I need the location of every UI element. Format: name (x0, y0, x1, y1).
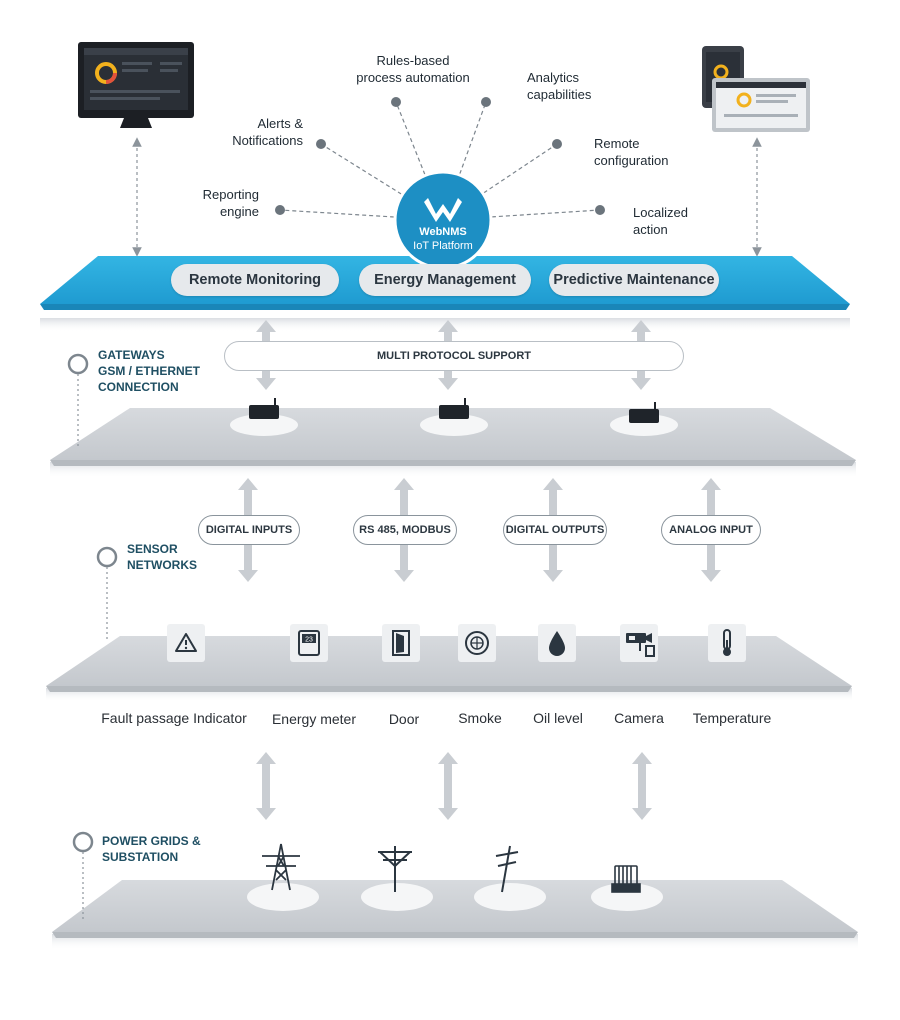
capability-line: engine (219, 204, 259, 219)
capability-line: configuration (594, 153, 669, 168)
capability-line: Reporting (202, 187, 259, 202)
title-line: SUBSTATION (102, 850, 179, 864)
feature-predictive-maintenance: Predictive Maintenance (549, 264, 719, 296)
interface-digital-outputs: DIGITAL OUTPUTS (503, 515, 607, 545)
oil-drop-icon (549, 631, 565, 656)
device-label-temperature: Temperature (692, 710, 772, 726)
camera-icon (626, 633, 655, 657)
desktop-monitor-icon (78, 42, 194, 128)
interface-analog-input: ANALOG INPUT (661, 515, 761, 545)
warning-icon (175, 633, 197, 652)
device-label-smoke: Smoke (458, 710, 502, 726)
gateways-title: GATEWAYS GSM / ETHERNET CONNECTION (98, 347, 200, 395)
utility-pole-icon (378, 846, 412, 892)
power-asset-plates (247, 883, 663, 911)
sensor-power-arrows (256, 752, 652, 820)
gateway-router-icons (230, 398, 678, 436)
transmission-tower-icon (262, 843, 300, 891)
feature-energy-management: Energy Management (359, 264, 531, 296)
sensor-networks-title: SENSOR NETWORKS (127, 541, 197, 573)
capability-localized-action: Localized action (633, 204, 723, 238)
multi-protocol-banner: MULTI PROTOCOL SUPPORT (224, 341, 684, 371)
device-label-fault-passage: Fault passage Indicator (101, 710, 247, 726)
capability-line: action (633, 222, 668, 237)
capability-line: Remote (594, 136, 640, 151)
title-line: NETWORKS (127, 558, 197, 572)
feature-remote-monitoring: Remote Monitoring (171, 264, 339, 296)
tablet-and-laptop-icon (702, 46, 810, 132)
webnms-hub (393, 170, 493, 270)
power-layer (52, 880, 858, 932)
door-icon (392, 630, 410, 656)
power-grids-title: POWER GRIDS & SUBSTATION (102, 833, 201, 865)
title-line: CONNECTION (98, 380, 179, 394)
meter-icon: 23 (298, 630, 320, 656)
title-line: SENSOR (127, 542, 178, 556)
device-label-camera: Camera (614, 710, 664, 726)
interface-digital-inputs: DIGITAL INPUTS (198, 515, 300, 545)
device-label-door: Door (388, 711, 420, 727)
capability-reporting: Reporting engine (180, 186, 259, 220)
capability-line: Analytics (527, 70, 580, 85)
substation-transformer-icon (611, 865, 641, 893)
device-label-oil-level: Oil level (533, 710, 583, 726)
title-line: GATEWAYS (98, 348, 165, 362)
capability-alerts: Alerts & Notifications (200, 115, 303, 149)
title-line: POWER GRIDS & (102, 834, 201, 848)
interface-rs485-modbus: RS 485, MODBUS (353, 515, 457, 545)
meter-glyph: 23 (305, 637, 313, 644)
capability-line: Alerts & (257, 116, 303, 131)
webnms-logo-icon (424, 198, 462, 222)
capability-analytics: Analytics capabilities (527, 69, 637, 103)
hub-name: WebNMS (419, 226, 467, 238)
layer-markers (67, 353, 118, 920)
capability-remote-config: Remote configuration (594, 135, 704, 169)
capability-line: capabilities (527, 87, 592, 102)
capability-line: Localized (633, 205, 688, 220)
capability-line: Rules-based (376, 53, 450, 68)
hub-subtitle: IoT Platform (413, 240, 473, 252)
capability-line: process automation (356, 70, 470, 85)
capability-line: Notifications (232, 133, 303, 148)
power-pole-icon (495, 845, 519, 893)
capability-rules-automation: Rules-based process automation (348, 52, 478, 86)
smoke-detector-icon (465, 631, 489, 655)
title-line: GSM / ETHERNET (98, 364, 201, 378)
thermometer-icon (723, 629, 731, 656)
gateway-sensor-arrows (238, 478, 721, 582)
capability-nodes (275, 97, 605, 215)
device-label-energy-meter: Energy meter (271, 711, 357, 727)
